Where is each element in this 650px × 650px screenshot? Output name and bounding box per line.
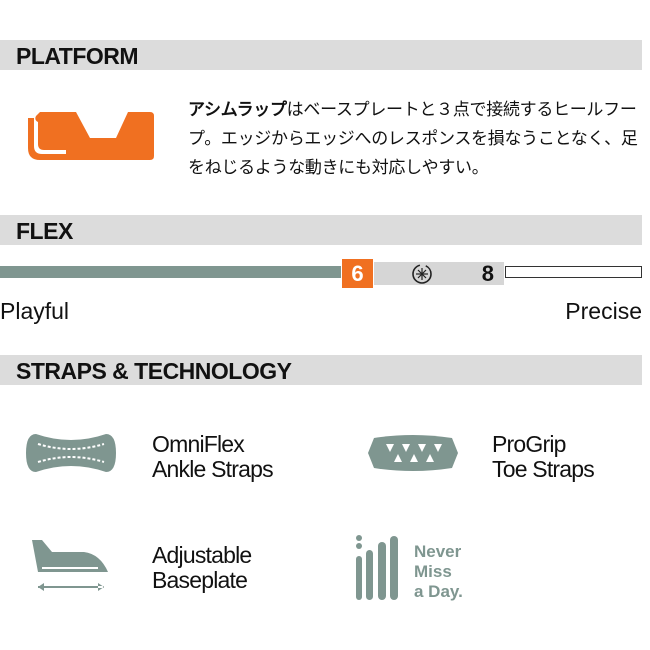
flex-right-label: Precise [565, 298, 642, 324]
asym-wrap-icon [28, 112, 155, 160]
flex-value-low: 6 [342, 259, 373, 288]
ankle-strap-icon [26, 434, 116, 472]
platform-header: PLATFORM [0, 40, 642, 70]
straps-header: STRAPS & TECHNOLOGY [0, 355, 642, 385]
flex-range: 8 [374, 261, 504, 286]
baseplate-icon [32, 540, 108, 591]
flex-value-high: 8 [481, 261, 494, 286]
platform-title: PLATFORM [16, 43, 139, 69]
flex-bar-empty [505, 266, 642, 278]
flex-bar-fill [0, 266, 341, 278]
rotate-icon [412, 264, 432, 284]
flex-left-label: Playful [0, 298, 70, 324]
flex-title: FLEX [16, 218, 73, 244]
toe-strap-icon [368, 435, 458, 471]
straps-title: STRAPS & TECHNOLOGY [16, 358, 292, 384]
platform-description: アシムラップはベースプレートと３点で接続するヒールフープ。エッジからエッジへのレ… [188, 100, 638, 178]
flex-header: FLEX [0, 215, 642, 245]
never-miss-a-day-icon [356, 535, 398, 600]
